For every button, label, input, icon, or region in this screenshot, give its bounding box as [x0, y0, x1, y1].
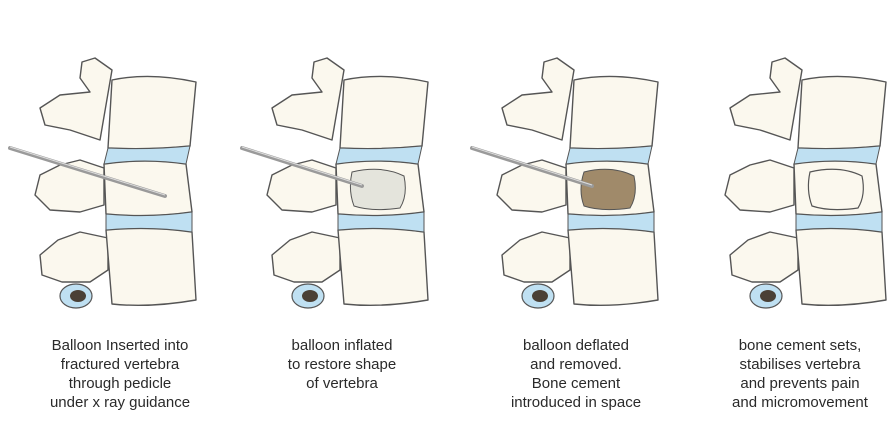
vertebral-body-upper — [797, 75, 887, 150]
vertebra-panel-2 — [240, 57, 429, 309]
caption-line: introduced in space — [510, 394, 642, 411]
needle-highlight — [241, 146, 363, 186]
caption-line: balloon inflated — [291, 337, 393, 354]
vertebral-body-lower — [795, 227, 887, 307]
caption-line: of vertebra — [306, 375, 378, 392]
caption-line: and prevents pain — [740, 375, 860, 392]
posterior-process-upper — [501, 57, 575, 141]
vertebral-body-upper — [107, 75, 197, 150]
caption-line: through pedicle — [68, 375, 172, 392]
caption-line: and micromovement — [732, 394, 868, 411]
vertebral-body-lower — [567, 227, 659, 307]
caption-line: and removed. — [530, 356, 622, 373]
intervertebral-disc-lower — [337, 211, 425, 233]
caption-line: stabilises vertebra — [739, 356, 861, 373]
vertebral-body-upper — [339, 75, 429, 150]
vertebra-panel-4 — [724, 57, 887, 309]
needle-cannula — [8, 146, 167, 198]
intervertebral-disc-lower — [105, 211, 193, 233]
caption-step-4: bone cement sets, stabilises vertebra an… — [690, 336, 896, 412]
intervertebral-disc-lower — [567, 211, 655, 233]
intervertebral-disc-upper — [565, 145, 653, 165]
posterior-process-upper — [271, 57, 345, 141]
caption-line: to restore shape — [287, 356, 397, 373]
inflated-balloon — [349, 168, 406, 211]
canal-core — [532, 290, 548, 302]
caption-step-1: Balloon Inserted into fractured vertebra… — [10, 336, 230, 412]
needle-highlight — [9, 146, 166, 196]
posterior-process-lower — [501, 231, 571, 283]
caption-step-2: balloon inflated to restore shape of ver… — [232, 336, 452, 393]
vertebral-body-fractured — [103, 160, 193, 217]
set-cement — [807, 168, 864, 211]
posterior-process-middle — [724, 159, 795, 213]
vertebral-body-lower — [105, 227, 197, 307]
posterior-process-upper — [39, 57, 113, 141]
canal-core — [760, 290, 776, 302]
vertebral-body-lower — [337, 227, 429, 307]
needle-highlight — [471, 146, 593, 186]
caption-line: balloon deflated — [523, 337, 629, 354]
needle-cannula — [470, 146, 594, 188]
caption-line: fractured vertebra — [60, 356, 180, 373]
vertebral-body-upper — [569, 75, 659, 150]
caption-line: Balloon Inserted into — [51, 337, 189, 354]
canal-core — [70, 290, 86, 302]
intervertebral-disc-upper — [335, 145, 423, 165]
intervertebral-disc-lower — [795, 211, 883, 233]
caption-line: under x ray guidance — [49, 394, 191, 411]
intervertebral-disc-upper — [103, 145, 191, 165]
caption-step-3: balloon deflated and removed. Bone cemen… — [466, 336, 686, 412]
caption-line: bone cement sets, — [738, 337, 862, 354]
caption-line: Bone cement — [531, 375, 621, 392]
vertebra-panel-3 — [470, 57, 659, 309]
posterior-process-upper — [729, 57, 803, 141]
posterior-process-lower — [39, 231, 109, 283]
posterior-process-lower — [729, 231, 799, 283]
vertebra-panel-1 — [8, 57, 197, 309]
intervertebral-disc-upper — [793, 145, 881, 165]
bone-cement — [580, 168, 636, 211]
posterior-process-lower — [271, 231, 341, 283]
needle-cannula — [240, 146, 364, 188]
canal-core — [302, 290, 318, 302]
